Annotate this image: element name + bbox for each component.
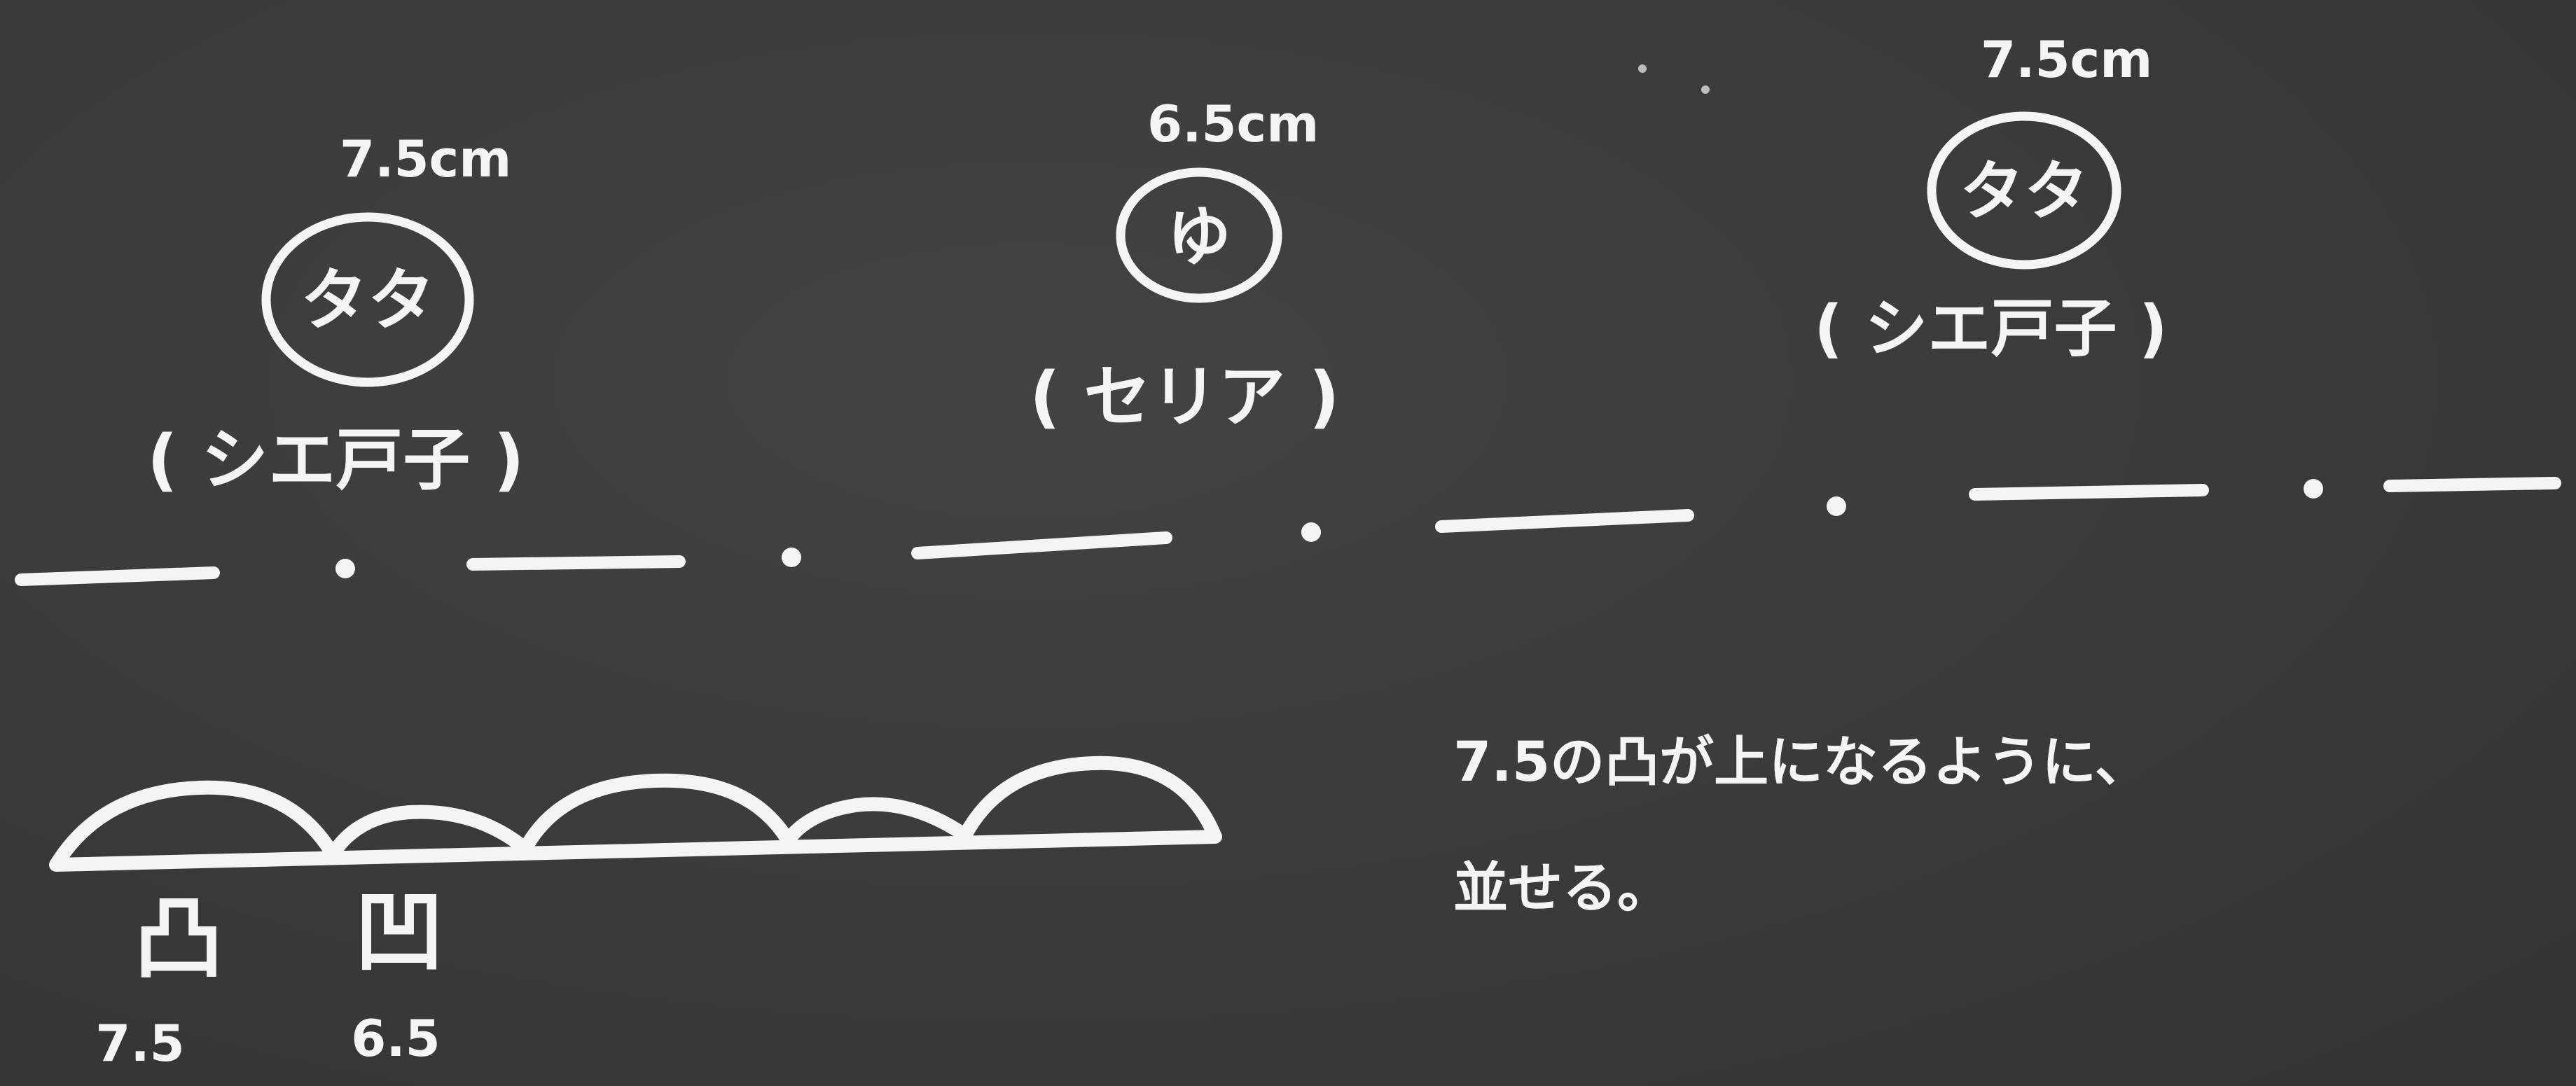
item-1-name: タタ [300,261,435,340]
dot-mark [782,548,801,567]
item-3-size: 7.5cm [1981,30,2152,89]
note-line-1: 7.5の凸が上になるように、 [1453,731,2149,794]
item-3-name: タタ [1960,154,2089,229]
item-2-maker: ( セリア ) [1030,358,1340,436]
dot-mark [1827,496,1846,516]
chalk-speck [1701,85,1710,94]
bump-profile [49,756,1222,872]
dash-segment [15,566,220,586]
item-3-circle [1927,111,2121,270]
dot-mark [2304,479,2323,499]
dot-mark [335,559,355,578]
item-3-maker: ( シエ戸子 ) [1814,292,2168,366]
convex-value: 7.5 [95,1014,185,1073]
item-1: 7.5cm タタ ( シエ戸子 ) [147,130,525,499]
bump-outline [49,756,1222,872]
item-2-name: ゆ [1167,200,1231,274]
item-1-maker: ( シエ戸子 ) [147,421,525,499]
chalk-speck [1638,64,1647,73]
legend: 凸 7.5 凹 6.5 [95,880,444,1073]
item-1-circle [261,212,474,387]
concave-value: 6.5 [351,1009,441,1068]
dash-segment [1969,484,2209,501]
note-line-2: 並せる。 [1453,857,1672,920]
dash-segment [2383,477,2561,492]
item-2-circle [1116,167,1282,303]
item-2: 6.5cm ゆ ( セリア ) [1030,95,1340,436]
item-3: 7.5cm タタ ( シエ戸子 ) [1814,30,2168,366]
dot-mark [1301,522,1321,542]
dash-segment [1435,509,1694,533]
dash-dot-line [15,477,2561,586]
concave-symbol: 凹 [354,880,444,984]
item-1-size: 7.5cm [340,130,511,188]
instruction-note: 7.5の凸が上になるように、 並せる。 [1453,731,2149,920]
item-2-size: 6.5cm [1147,95,1319,153]
dash-segment [466,555,686,571]
dash-segment [911,531,1172,559]
convex-symbol: 凸 [134,887,223,991]
